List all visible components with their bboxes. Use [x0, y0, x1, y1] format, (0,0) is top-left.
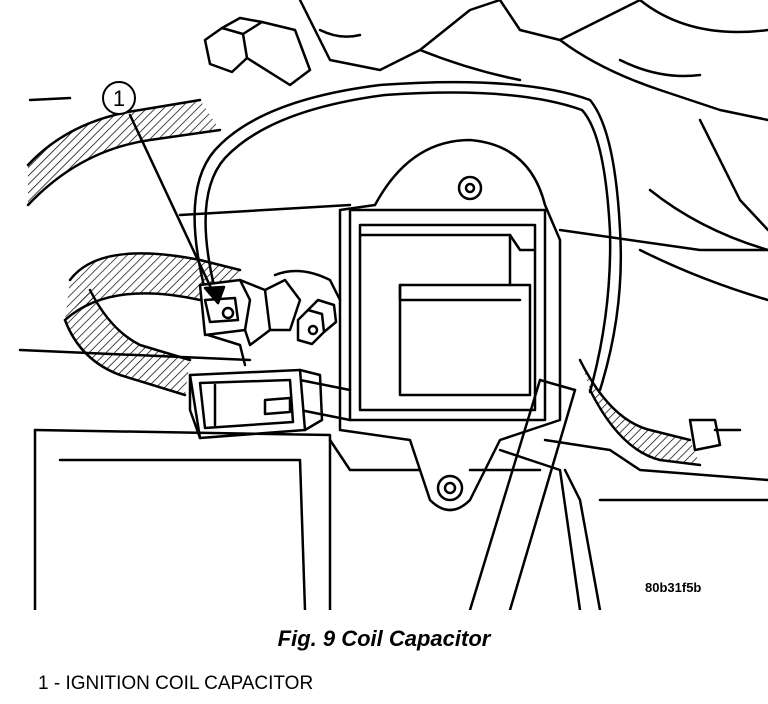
lower-panels: [33, 418, 768, 610]
right-hose: [578, 358, 702, 467]
engine-background: [298, 0, 768, 302]
hose: [26, 96, 222, 207]
figure-caption: Fig. 9 Coil Capacitor: [277, 626, 491, 651]
figure-reference-code: 80b31f5b: [645, 580, 702, 595]
support-rod: [468, 378, 577, 610]
mounting-nut: [273, 269, 342, 346]
wiring-harness: [63, 252, 352, 422]
ignition-coil: [348, 208, 547, 422]
capacitor-wire: [193, 80, 623, 394]
legend-item: 1 - IGNITION COIL CAPACITOR: [38, 673, 314, 694]
callout: [102, 81, 226, 305]
line-drawing: 1: [18, 0, 768, 610]
callout-number: 1: [113, 86, 125, 111]
hex-bolt: [203, 16, 312, 87]
harness-connector: [188, 368, 324, 440]
